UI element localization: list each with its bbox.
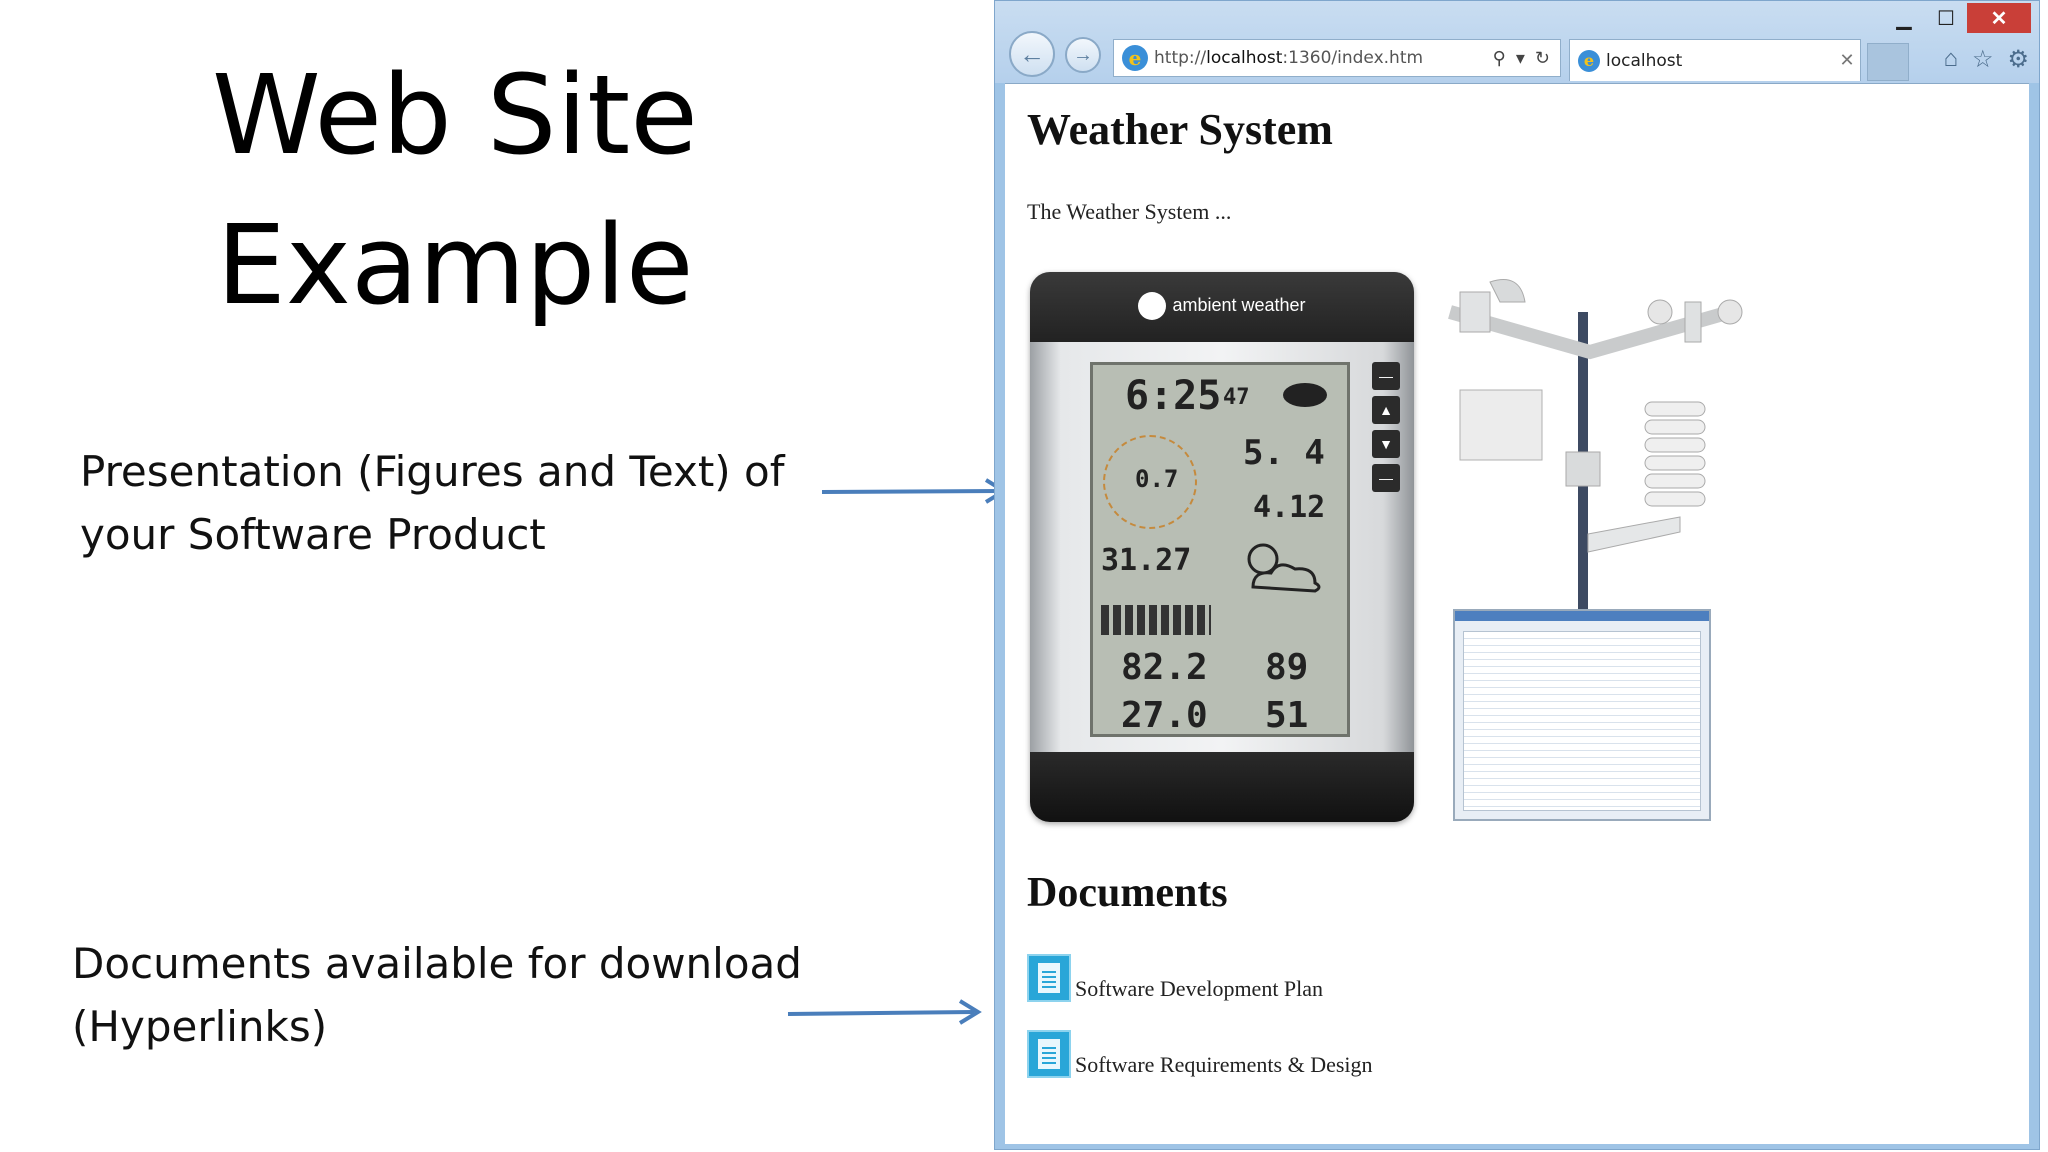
tab-ie-icon: e: [1578, 49, 1600, 72]
browser-tab[interactable]: e localhost ✕: [1569, 39, 1861, 81]
maximize-button[interactable]: ☐: [1937, 7, 1955, 30]
url-host: localhost: [1206, 48, 1283, 68]
documents-arrow-icon: [787, 999, 982, 1025]
sensor-array-image: [1448, 279, 1743, 622]
lcd-outdoor-temp: 82.2: [1121, 647, 1208, 688]
lcd-outdoor-humidity: 89: [1265, 647, 1309, 688]
moon-phase-icon: [1283, 383, 1327, 407]
url-prefix: http://: [1154, 48, 1207, 68]
documents-annotation: Documents available for download (Hyperl…: [72, 932, 802, 1058]
page-intro: The Weather System ...: [1027, 199, 1232, 224]
partly-cloudy-icon: [1247, 543, 1321, 593]
new-tab-button[interactable]: [1867, 43, 1909, 81]
documents-annotation-line2: (Hyperlinks): [72, 1002, 328, 1051]
lcd-seconds: 47: [1223, 385, 1250, 410]
home-icon[interactable]: ⌂: [1943, 45, 1958, 72]
back-button[interactable]: ←: [1009, 31, 1055, 77]
document-icon: [1027, 1030, 1071, 1078]
url-rest: :1360/index.htm: [1282, 48, 1424, 68]
ie-logo-icon: e: [1122, 45, 1148, 71]
weather-console-image: ambient weather 6:25 47 0.7 5. 4 4.12 31…: [1030, 272, 1414, 822]
address-tools: ⚲ ▾ ↻: [1493, 48, 1560, 69]
pressure-histogram: [1101, 605, 1211, 635]
favorites-star-icon[interactable]: ☆: [1971, 46, 1994, 73]
page-heading: Weather System: [1027, 105, 1333, 154]
presentation-arrow-icon: [821, 478, 1008, 504]
presentation-annotation-line2: your Software Product: [80, 510, 546, 559]
browser-titlebar: ▁ ☐ ✕ ← → e http://localhost:1360/index.…: [995, 1, 2039, 83]
ambient-logo-icon: [1138, 292, 1167, 320]
page-content: Weather System The Weather System ... am…: [1005, 83, 2029, 1144]
software-screenshot-image: [1453, 609, 1711, 821]
address-bar[interactable]: e http://localhost:1360/index.htm ⚲ ▾ ↻: [1113, 39, 1561, 77]
documents-annotation-line1: Documents available for download: [72, 939, 802, 988]
close-button[interactable]: ✕: [1967, 3, 2031, 33]
minimize-button[interactable]: ▁: [1896, 7, 1912, 30]
console-side-buttons: — ▲ ▼ —: [1372, 362, 1400, 492]
brand-label: ambient weather: [1172, 294, 1306, 315]
console-lcd-screen: 6:25 47 0.7 5. 4 4.12 31.27 82.2 89 27.0…: [1090, 362, 1350, 737]
lcd-indoor-humidity: 51: [1265, 695, 1309, 736]
lcd-wind-speed: 0.7: [1135, 465, 1179, 493]
lcd-rain-rate: 5. 4: [1243, 433, 1325, 473]
console-brand: ambient weather: [1030, 292, 1414, 320]
documents-heading: Documents: [1027, 870, 1228, 916]
mini-titlebar: [1455, 611, 1709, 621]
document-link-1[interactable]: Software Requirements & Design: [1027, 1030, 1373, 1078]
tab-close-icon[interactable]: ✕: [1839, 50, 1855, 70]
forward-button[interactable]: →: [1065, 37, 1101, 73]
console-button-1: —: [1372, 362, 1400, 390]
console-up-icon: ▲: [1372, 396, 1400, 424]
browser-toolbar-icons: ⌂ ☆ ⚙: [1943, 45, 2029, 74]
tab-title: localhost: [1606, 50, 1683, 71]
presentation-annotation: Presentation (Figures and Text) of your …: [80, 440, 785, 566]
slide-title-line2: Example: [216, 201, 694, 329]
lcd-pressure: 31.27: [1101, 543, 1192, 578]
document-link-label[interactable]: Software Requirements & Design: [1075, 1052, 1373, 1077]
presentation-annotation-line1: Presentation (Figures and Text) of: [80, 447, 785, 496]
document-link-0[interactable]: Software Development Plan: [1027, 954, 1323, 1002]
wind-compass-icon: [1103, 435, 1197, 529]
url-text[interactable]: http://localhost:1360/index.htm: [1154, 48, 1493, 68]
console-down-icon: ▼: [1372, 430, 1400, 458]
console-bottom-panel: [1030, 752, 1414, 822]
lcd-time: 6:25: [1125, 373, 1222, 419]
settings-gear-icon[interactable]: ⚙: [2007, 46, 2029, 73]
lcd-indoor-temp: 27.0: [1121, 695, 1208, 736]
document-icon: [1027, 954, 1071, 1002]
document-link-label[interactable]: Software Development Plan: [1075, 976, 1324, 1001]
lcd-rain-total: 4.12: [1253, 490, 1326, 525]
console-button-4: —: [1372, 464, 1400, 492]
console-top-panel: ambient weather: [1030, 272, 1414, 342]
refresh-icon[interactable]: ↻: [1534, 47, 1550, 68]
dropdown-icon[interactable]: ▾: [1515, 47, 1525, 68]
slide-title-line1: Web Site: [212, 51, 698, 179]
search-icon[interactable]: ⚲: [1492, 47, 1506, 68]
window-controls: ▁ ☐ ✕: [1883, 3, 2031, 33]
forward-arrow-icon: →: [1073, 43, 1093, 66]
mini-content: [1463, 631, 1701, 811]
back-arrow-icon: ←: [1019, 38, 1045, 69]
browser-window: ▁ ☐ ✕ ← → e http://localhost:1360/index.…: [994, 0, 2040, 1150]
slide-title: Web Site Example: [0, 40, 910, 340]
